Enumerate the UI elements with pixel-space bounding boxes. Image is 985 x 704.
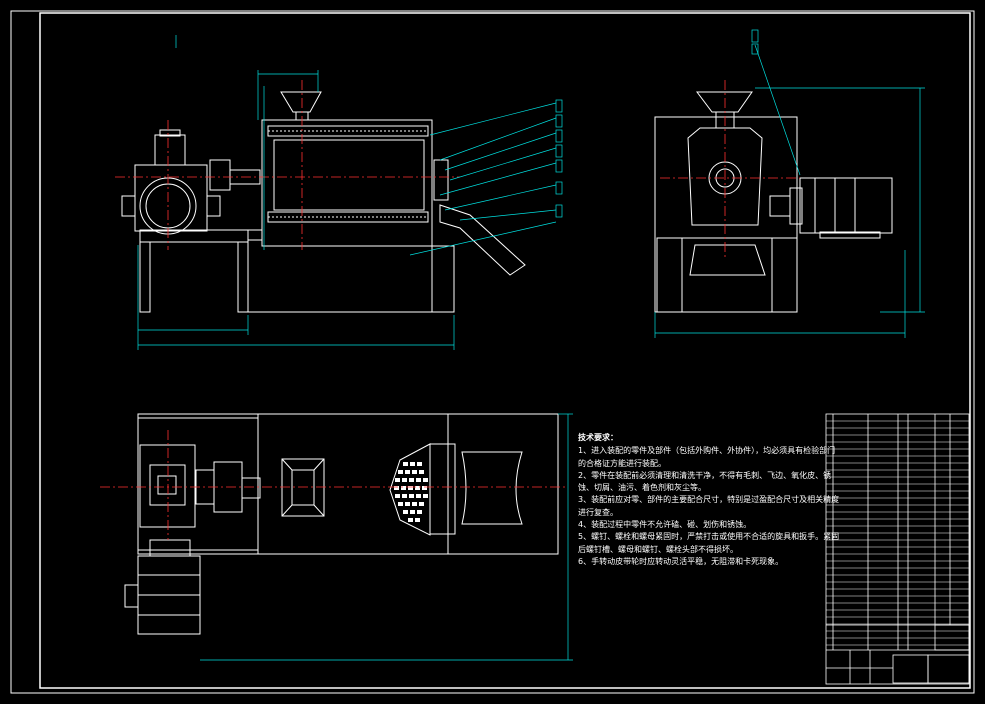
discharge-chute xyxy=(439,204,526,276)
top-gearbox xyxy=(139,444,196,528)
top-chute xyxy=(461,451,523,525)
top-hopper xyxy=(281,458,325,517)
technical-requirement-line: 后螺钉槽、螺母和螺钉、螺栓头部不得损坏。 xyxy=(578,544,738,554)
technical-requirements-lines: 1、进入装配的零件及部件（包括外购件、外协件），均必须具有检验部门的合格证方能进… xyxy=(578,445,840,568)
side-frame xyxy=(654,116,798,313)
technical-requirement-line: 3、装配前应对零、部件的主要配合尺寸，特别是过盈配合尺寸及相关精度 xyxy=(578,495,840,505)
top-view xyxy=(124,413,559,635)
parts-list-table xyxy=(825,413,970,685)
side-view-centerlines xyxy=(660,80,800,260)
technical-requirement-line: 蚀、切屑、油污、着色剂和灰尘等。 xyxy=(578,483,706,493)
front-view xyxy=(121,91,526,313)
parts-list-rows xyxy=(826,420,969,646)
technical-requirement-line: 4、装配过程中零件不允许磕、碰、划伤和锈蚀。 xyxy=(578,520,752,530)
technical-requirement-line: 5、螺钉、螺栓和螺母紧固时，严禁打击或使用不合适的旋具和扳手。紧固 xyxy=(578,532,840,542)
technical-requirement-line: 的合格证方能进行装配。 xyxy=(578,458,666,468)
front-view-dimensions xyxy=(137,35,563,350)
top-view-hatch xyxy=(394,462,428,522)
technical-requirements: 技术要求： 1、进入装配的零件及部件（包括外购件、外协件），均必须具有检验部门的… xyxy=(578,432,840,568)
drum-housing xyxy=(261,119,433,247)
side-view-dimensions xyxy=(654,29,925,338)
gearbox xyxy=(134,164,208,232)
technical-requirement-line: 6、手转动皮带轮时应转动灵活平稳，无阻滞和卡死现象。 xyxy=(578,556,784,566)
technical-requirement-line: 2、零件在装配前必须清理和清洗干净，不得有毛刺、飞边、氧化皮、锈 xyxy=(578,470,832,480)
top-view-dimensions xyxy=(200,413,573,661)
title-block xyxy=(826,624,970,684)
top-view-centerlines xyxy=(100,430,565,540)
drawing-frame xyxy=(10,10,975,694)
technical-requirement-line: 进行复查。 xyxy=(578,507,618,517)
side-hopper xyxy=(696,91,753,113)
top-base xyxy=(137,413,559,555)
hopper xyxy=(280,91,322,113)
front-view-centerlines xyxy=(115,80,460,250)
technical-requirement-line: 1、进入装配的零件及部件（包括外购件、外协件），均必须具有检验部门 xyxy=(578,446,836,456)
technical-requirements-heading: 技术要求： xyxy=(578,433,618,442)
side-motor xyxy=(799,177,893,234)
side-view xyxy=(654,91,893,313)
